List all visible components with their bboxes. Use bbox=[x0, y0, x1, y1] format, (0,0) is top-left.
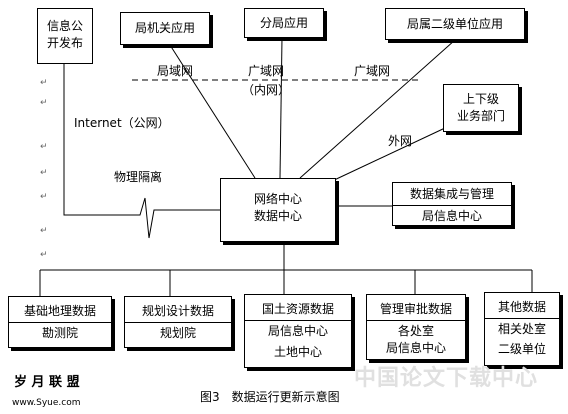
lan-label: 局域网 bbox=[157, 64, 194, 78]
other-data-box: 其他数据 相关处室 二级单位 bbox=[484, 292, 560, 366]
land-resources-owner-1: 局信息中心 bbox=[245, 320, 351, 340]
other-data-owner-1: 相关处室 bbox=[485, 318, 559, 338]
watermark-left-url: www.Syue.com bbox=[12, 398, 81, 408]
link-bureau-apps bbox=[169, 44, 256, 179]
wan-right-label: 广域网 bbox=[354, 64, 391, 78]
basic-geo-data-title: 基础地理数据 bbox=[23, 304, 96, 318]
basic-geo-data-owner: 勘测院 bbox=[9, 322, 111, 342]
land-resources-data-box: 国土资源数据 局信息中心 土地中心 bbox=[244, 294, 352, 368]
integration-subtitle: 局信息中心 bbox=[393, 205, 511, 225]
paragraph-mark: ↵ bbox=[40, 98, 48, 108]
basic-geo-data-box: 基础地理数据 勘测院 bbox=[8, 296, 112, 348]
wan-inner-sub-label: （内网） bbox=[242, 83, 291, 97]
planning-data-box: 规划设计数据 规划院 bbox=[124, 296, 232, 348]
wan-inner-label: 广域网 bbox=[248, 64, 285, 78]
approval-data-owner-2: 局信息中心 bbox=[385, 341, 446, 355]
watermark-right: 中国论文下载中心 bbox=[354, 366, 539, 391]
paragraph-mark: ↵ bbox=[40, 78, 48, 88]
approval-data-owner-1: 各处室 bbox=[367, 320, 465, 340]
internet-label: Internet（公网） bbox=[74, 116, 170, 130]
approval-data-title: 管理审批数据 bbox=[379, 302, 452, 316]
paragraph-mark: ↵ bbox=[40, 168, 48, 178]
superior-depts-line-2: 业务部门 bbox=[456, 109, 505, 123]
link-superior-depts bbox=[329, 127, 446, 183]
superior-depts-line-1: 上下级 bbox=[462, 92, 499, 106]
data-integration-box: 数据集成与管理 局信息中心 bbox=[392, 182, 512, 226]
watermark-left-title: 岁 月 联 盟 bbox=[14, 375, 80, 390]
link-info-public-isolated bbox=[63, 64, 220, 239]
bureau-apps-label: 局机关应用 bbox=[134, 21, 195, 35]
info-public-line-2: 开发布 bbox=[46, 36, 83, 50]
data-center-label: 数据中心 bbox=[253, 209, 302, 223]
branch-apps-label: 分局应用 bbox=[259, 16, 308, 30]
info-public-line-1: 信息公 bbox=[46, 19, 83, 33]
branch-apps-box: 分局应用 bbox=[244, 8, 324, 38]
superior-depts-box: 上下级 业务部门 bbox=[443, 84, 519, 132]
sub-units-apps-label: 局属二级单位应用 bbox=[406, 17, 503, 31]
paragraph-mark: ↵ bbox=[40, 250, 48, 260]
link-branch-apps bbox=[279, 37, 283, 179]
network-center-label: 网络中心 bbox=[253, 192, 302, 206]
isolation-label: 物理隔离 bbox=[114, 170, 163, 184]
planning-data-owner: 规划院 bbox=[125, 322, 231, 342]
planning-data-title: 规划设计数据 bbox=[141, 304, 214, 318]
other-data-owner-2: 二级单位 bbox=[497, 342, 546, 356]
extranet-label: 外网 bbox=[388, 134, 413, 148]
info-public-box: 信息公 开发布 bbox=[37, 8, 93, 64]
bureau-apps-box: 局机关应用 bbox=[120, 12, 210, 45]
figure-caption: 图3 数据运行更新示意图 bbox=[200, 390, 340, 404]
other-data-title: 其他数据 bbox=[497, 300, 546, 314]
integration-title: 数据集成与管理 bbox=[409, 187, 494, 201]
paragraph-mark: ↵ bbox=[40, 192, 48, 202]
link-sub-units bbox=[299, 39, 456, 179]
paragraph-mark: ↵ bbox=[40, 142, 48, 152]
sub-units-apps-box: 局属二级单位应用 bbox=[385, 8, 525, 40]
approval-data-box: 管理审批数据 各处室 局信息中心 bbox=[366, 294, 466, 360]
land-resources-title: 国土资源数据 bbox=[261, 302, 334, 316]
land-resources-owner-2: 土地中心 bbox=[273, 345, 322, 359]
paragraph-mark: ↵ bbox=[40, 226, 48, 236]
network-data-center-box: 网络中心 数据中心 bbox=[220, 178, 336, 242]
